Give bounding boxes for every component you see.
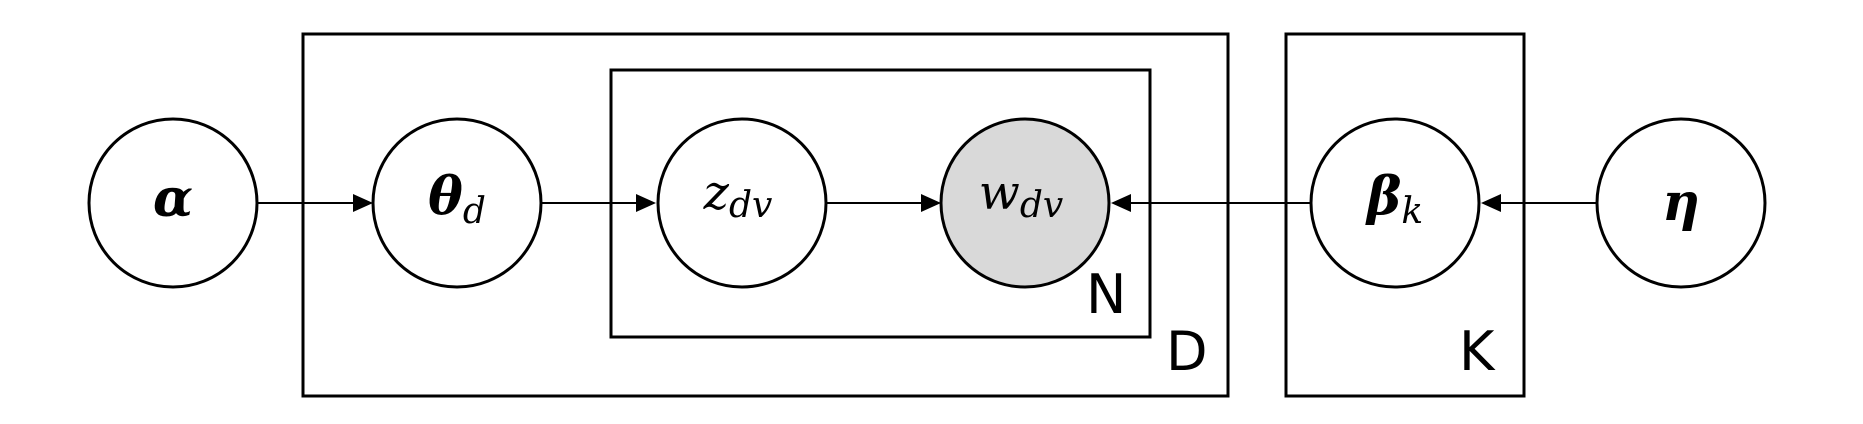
svg-text:zdv: zdv [703, 165, 773, 227]
plate-label-k: K [1459, 320, 1496, 383]
node-beta: βk [1309, 117, 1481, 289]
arrowhead-z-w [921, 194, 941, 212]
node-z: zdv [656, 117, 828, 289]
svg-text:α: α [153, 168, 193, 229]
node-eta: η [1595, 117, 1767, 289]
svg-text:wdv: wdv [979, 165, 1063, 227]
arrowhead-eta-beta [1481, 194, 1501, 212]
arrowhead-beta-w [1111, 194, 1131, 212]
plate-label-n: N [1086, 263, 1126, 326]
node-alpha: α [87, 117, 259, 289]
plate-label-d: D [1166, 320, 1208, 383]
arrowhead-theta-z [636, 194, 656, 212]
node-w: wdv [939, 117, 1111, 289]
svg-text:θd: θd [428, 166, 486, 233]
plate-documents [301, 32, 1230, 398]
svg-text:η: η [1662, 172, 1700, 233]
arrowhead-alpha-theta [353, 194, 373, 212]
plate-topics [1284, 32, 1526, 398]
node-theta: θd [371, 117, 543, 289]
svg-text:βk: βk [1365, 166, 1423, 233]
